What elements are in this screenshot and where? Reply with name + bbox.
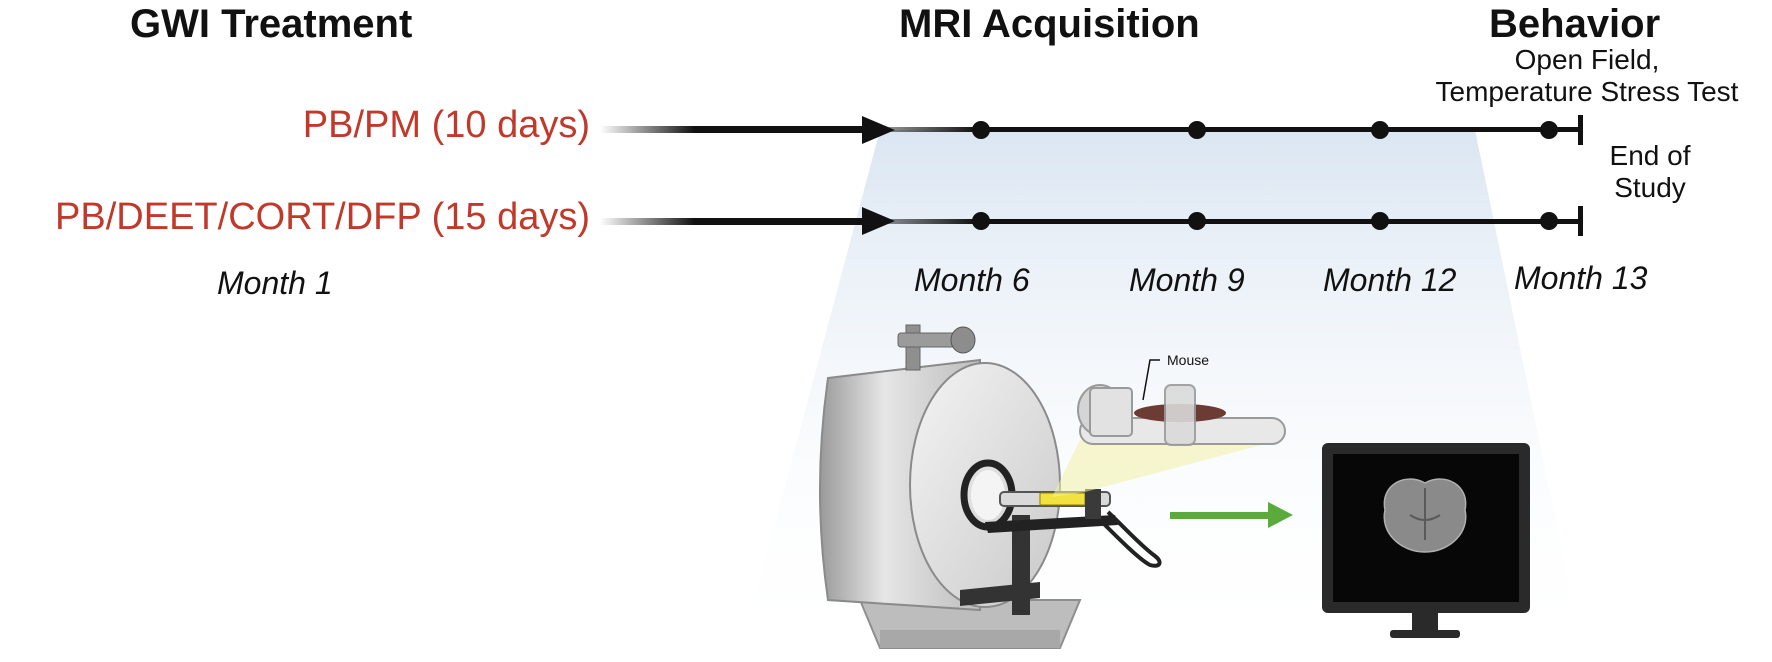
scanner-top-mount-knob xyxy=(950,326,976,354)
timeline-row-pbpm xyxy=(600,115,1583,145)
zoom-highlight-beam xyxy=(1052,440,1280,497)
mouse-label: Mouse xyxy=(1167,352,1210,368)
scanner-bore-opening xyxy=(971,470,1005,520)
timepoint-dot-month9 xyxy=(1188,121,1206,139)
mri-scanner-illustration xyxy=(819,324,1530,649)
month-label-6: Month 6 xyxy=(914,262,1030,298)
animal-holder-cable xyxy=(1098,510,1162,568)
timeline-lead-line xyxy=(600,126,870,133)
timeline-arrowhead xyxy=(862,207,895,235)
header-mri-acquisition: MRI Acquisition xyxy=(899,2,1200,46)
timeline-main-line xyxy=(870,219,1580,224)
timepoint-dot-month9 xyxy=(1188,212,1206,230)
end-of-study-label: End of Study xyxy=(1609,140,1691,203)
processing-arrow-shaft xyxy=(1170,512,1270,519)
month-label-13: Month 13 xyxy=(1514,260,1648,296)
header-gwi-treatment: GWI Treatment xyxy=(130,2,413,46)
month-label-12: Month 12 xyxy=(1323,262,1457,298)
treatment-label-pbpm: PB/PM (10 days) xyxy=(302,104,590,146)
monitor-stand xyxy=(1390,630,1460,638)
timeline-end-bar xyxy=(1578,115,1583,145)
timeline-main-line xyxy=(870,127,1580,132)
mouse-holder-head-ring xyxy=(1089,387,1133,437)
timeline-end-bar xyxy=(1578,206,1583,236)
mouse-label-leader xyxy=(1142,359,1160,401)
timepoint-dot-month12 xyxy=(1371,212,1389,230)
scanner-top-mount-arm xyxy=(897,332,957,348)
timeline-lead-line xyxy=(600,218,870,225)
mouse-holder-strap xyxy=(1164,384,1196,446)
month-label-1: Month 1 xyxy=(217,265,333,301)
timepoint-dot-month6 xyxy=(972,121,990,139)
brain-scan-detail xyxy=(1409,488,1441,540)
timeline-row-pbdeet xyxy=(600,206,1583,236)
mouse-holder-zoom xyxy=(1077,359,1286,446)
animal-bed-platform xyxy=(985,515,1118,533)
month-label-9: Month 9 xyxy=(1129,262,1245,298)
timepoint-dot-month13 xyxy=(1540,121,1558,139)
processing-arrow-head xyxy=(1268,502,1293,528)
monitor-display xyxy=(1322,443,1530,638)
animal-holder-clamp xyxy=(1085,489,1101,519)
scanner-base-foot xyxy=(880,630,1060,648)
monitor-neck xyxy=(1412,613,1438,633)
treatment-label-pbdeet: PB/DEET/CORT/DFP (15 days) xyxy=(55,196,590,238)
timepoint-dot-month12 xyxy=(1371,121,1389,139)
timepoint-dot-month6 xyxy=(972,212,990,230)
timeline-arrowhead xyxy=(862,116,895,144)
timepoint-dot-month13 xyxy=(1540,212,1558,230)
header-behavior: Behavior xyxy=(1489,2,1661,46)
behavior-tests-label: Open Field, Temperature Stress Test xyxy=(1435,44,1739,107)
scanner-support-base xyxy=(960,582,1040,606)
